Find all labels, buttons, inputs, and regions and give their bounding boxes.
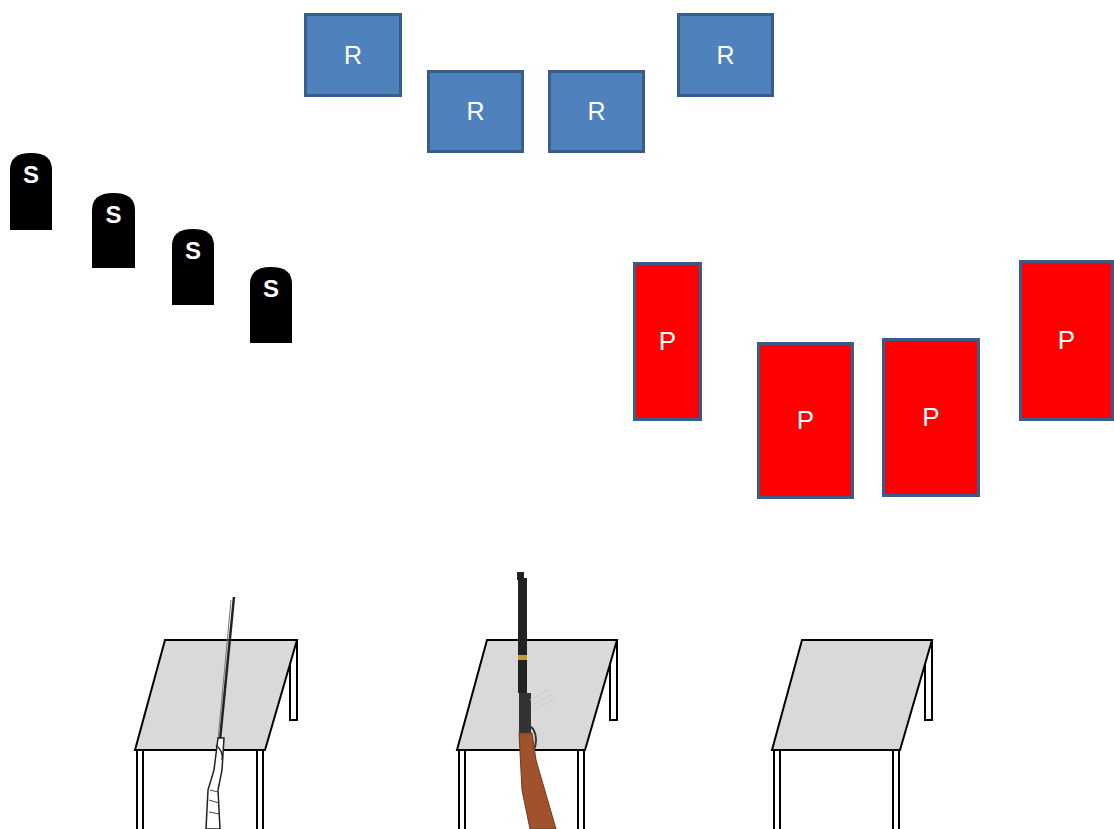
tombstone-shape	[92, 193, 135, 268]
s-tombstone: S	[250, 267, 292, 343]
red-p-box: P	[757, 342, 854, 499]
stone-letter: S	[23, 161, 39, 189]
box-letter: P	[659, 326, 676, 357]
box-letter: P	[922, 402, 939, 433]
stone-letter: S	[185, 237, 201, 265]
lever-action-rifle	[517, 572, 556, 829]
table	[772, 640, 932, 829]
table	[457, 640, 617, 829]
blue-r-box: R	[548, 70, 645, 153]
red-p-box: P	[1019, 260, 1114, 421]
table	[135, 640, 297, 829]
tombstone-shape	[10, 153, 52, 230]
s-tombstone: S	[172, 229, 214, 305]
box-letter: P	[797, 405, 814, 436]
s-tombstone: S	[92, 193, 135, 268]
stone-letter: S	[105, 201, 121, 229]
box-letter: R	[587, 97, 605, 126]
box-letter: R	[716, 41, 734, 70]
blue-r-box: R	[304, 13, 402, 97]
box-letter: P	[1058, 325, 1075, 356]
red-p-box: P	[633, 262, 702, 421]
tombstone-shape	[172, 229, 214, 305]
red-p-box: P	[882, 338, 980, 497]
s-tombstone: S	[10, 153, 52, 230]
box-letter: R	[466, 97, 484, 126]
tombstone-shape	[250, 267, 292, 343]
blue-r-box: R	[677, 13, 774, 97]
musket-rifle	[206, 597, 234, 829]
blue-r-box: R	[427, 70, 524, 153]
box-letter: R	[344, 41, 362, 70]
stone-letter: S	[263, 275, 279, 303]
